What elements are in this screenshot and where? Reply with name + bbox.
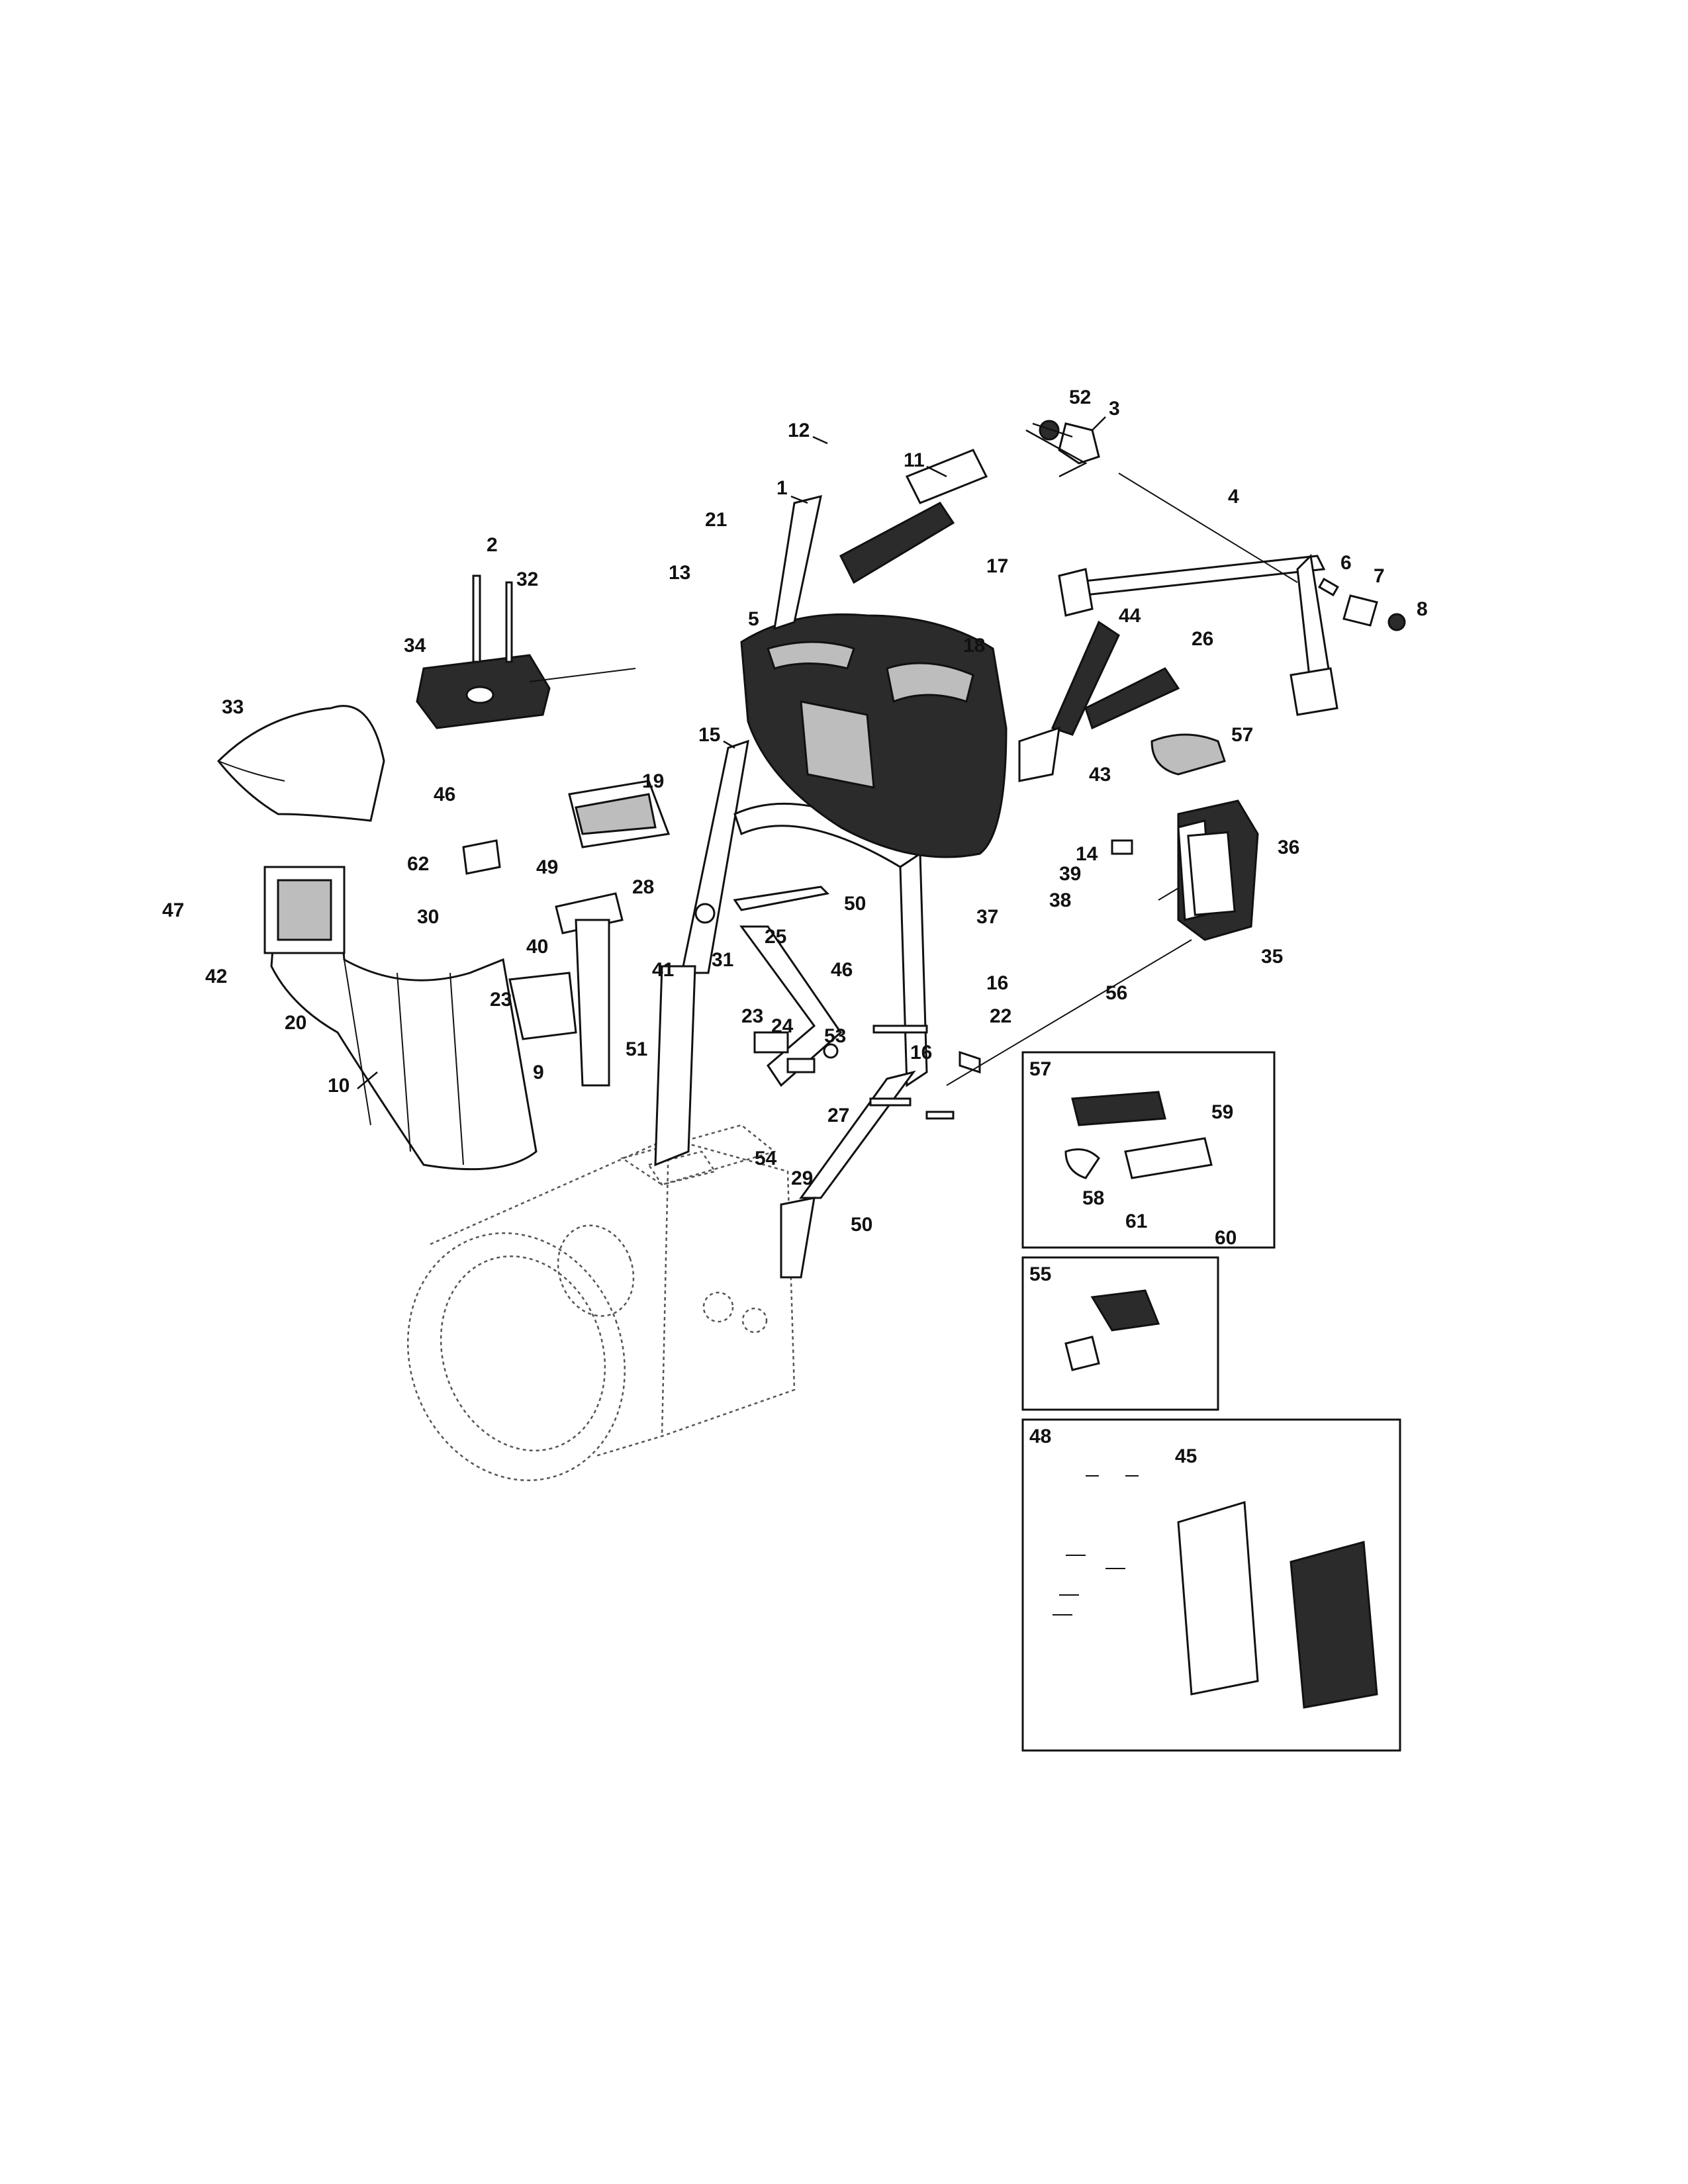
callout-16a: 16 — [986, 972, 1008, 994]
callout-47: 47 — [162, 899, 184, 921]
discharge-chute — [263, 866, 538, 1171]
callout-50a: 50 — [844, 893, 866, 915]
inset-48-label: 48 — [1029, 1426, 1051, 1447]
callout-39: 39 — [1059, 863, 1081, 885]
callout-32: 32 — [516, 569, 538, 590]
callout-28: 28 — [632, 876, 654, 898]
inset-55-label: 55 — [1029, 1263, 1051, 1285]
callout-41: 41 — [652, 959, 674, 981]
callout-12: 12 — [788, 420, 810, 441]
chute-deflector — [216, 705, 385, 822]
callout-13: 13 — [669, 562, 690, 584]
callout-7: 7 — [1374, 565, 1385, 587]
callout-58: 58 — [1082, 1187, 1104, 1209]
callout-26: 26 — [1192, 628, 1213, 650]
callout-3: 3 — [1109, 398, 1120, 420]
callout-40: 40 — [526, 936, 548, 958]
callout-37: 37 — [976, 906, 998, 928]
callout-51: 51 — [626, 1038, 647, 1060]
callout-24: 24 — [771, 1015, 794, 1037]
callout-42: 42 — [205, 966, 227, 987]
callout-49: 49 — [536, 856, 558, 878]
callout-57: 57 — [1231, 724, 1253, 746]
callout-54: 54 — [755, 1148, 777, 1169]
callout-33: 33 — [222, 696, 244, 718]
callout-23a: 23 — [490, 989, 512, 1011]
callout-62: 62 — [407, 853, 429, 875]
callout-31: 31 — [712, 949, 733, 971]
control-bar — [1058, 553, 1338, 716]
chute-cover — [416, 654, 636, 729]
callout-36: 36 — [1278, 837, 1299, 858]
callout-56: 56 — [1105, 982, 1127, 1004]
callouts: 1 2 3 4 5 6 7 8 9 10 11 12 13 14 15 16 1… — [162, 387, 1428, 1236]
callout-38: 38 — [1049, 889, 1071, 911]
callout-43: 43 — [1089, 764, 1111, 786]
callout-4: 4 — [1228, 486, 1239, 508]
callout-27: 27 — [827, 1105, 849, 1126]
callout-18: 18 — [963, 635, 985, 657]
callout-60: 60 — [1215, 1227, 1237, 1249]
callout-15: 15 — [698, 724, 720, 746]
callout-59: 59 — [1211, 1101, 1233, 1123]
callout-17: 17 — [986, 555, 1008, 577]
hardware-parts — [462, 574, 1192, 1120]
callout-35: 35 — [1261, 946, 1283, 968]
console-panel — [740, 613, 1008, 858]
callout-50b: 50 — [851, 1214, 872, 1236]
callout-46b: 46 — [831, 959, 853, 981]
callout-11: 11 — [904, 449, 925, 471]
callout-6: 6 — [1340, 552, 1352, 574]
callout-52: 52 — [1069, 387, 1091, 408]
callout-10: 10 — [328, 1075, 350, 1097]
right-handle — [1018, 620, 1180, 782]
callout-61: 61 — [1125, 1210, 1147, 1232]
drive-control-assembly — [1150, 733, 1259, 941]
callout-8: 8 — [1417, 598, 1428, 620]
inset-57-label: 57 — [1029, 1058, 1051, 1080]
inset-kit-55: 55 — [1021, 1256, 1219, 1411]
callout-25: 25 — [765, 926, 786, 948]
callout-23b: 23 — [741, 1005, 763, 1027]
callout-29: 29 — [791, 1167, 813, 1189]
callout-21: 21 — [705, 509, 727, 531]
inset-kit-48: 48 45 — [1021, 1418, 1401, 1752]
auger-housing-outline — [406, 1124, 796, 1481]
callout-1: 1 — [776, 477, 788, 499]
callout-34: 34 — [404, 635, 426, 657]
callout-20: 20 — [285, 1012, 306, 1034]
cable-assembly — [1025, 420, 1406, 631]
callout-44: 44 — [1119, 605, 1141, 627]
callout-2: 2 — [487, 534, 498, 556]
callout-5: 5 — [748, 608, 759, 630]
callout-19: 19 — [642, 770, 664, 792]
callout-9: 9 — [533, 1062, 544, 1083]
callout-53: 53 — [824, 1025, 846, 1047]
callout-45: 45 — [1175, 1445, 1197, 1467]
callout-16b: 16 — [910, 1042, 932, 1064]
callout-46a: 46 — [434, 784, 455, 805]
callout-22: 22 — [990, 1005, 1011, 1027]
callout-30: 30 — [417, 906, 439, 928]
callout-14: 14 — [1076, 843, 1098, 865]
left-handle — [773, 449, 988, 631]
inset-kit-57: 57 58 59 60 61 — [1021, 1051, 1276, 1249]
